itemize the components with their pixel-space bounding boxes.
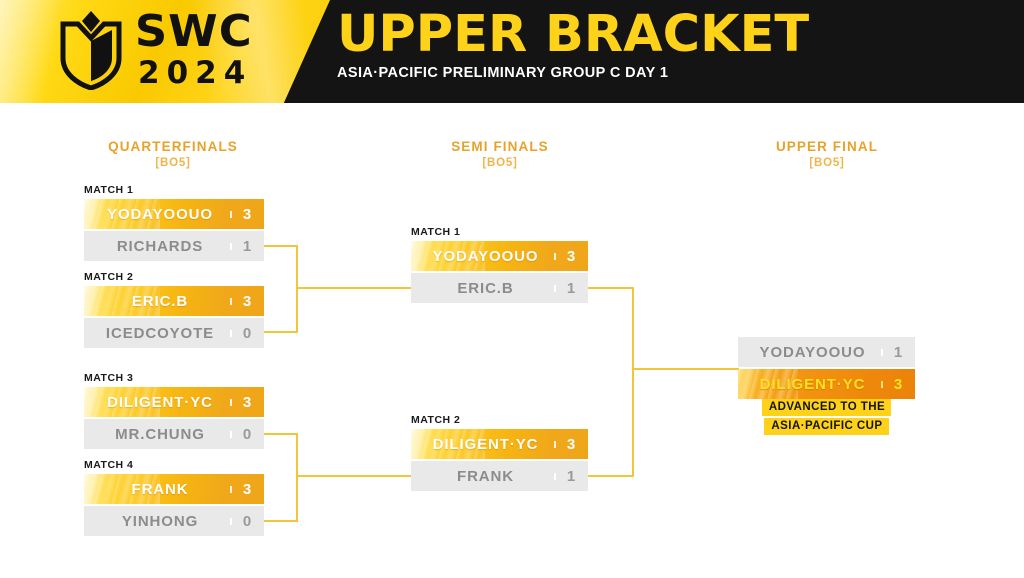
round-title: QUARTERFINALS <box>108 139 238 154</box>
round-format: [BO5] <box>155 157 191 169</box>
match-upper-final[interactable]: YODAYOOUO 1 DILIGENT·YC 3 <box>738 337 915 399</box>
connector-sf1 <box>588 287 634 289</box>
swc-logo-year: 2024 <box>138 54 253 91</box>
match-semifinal-2[interactable]: MATCH 2 DILIGENT·YC 3 FRANK 1 <box>411 414 588 491</box>
team-score: 3 <box>230 481 264 498</box>
team-name: DILIGENT·YC <box>759 375 866 393</box>
team-name: FRANK <box>131 480 189 498</box>
team-name: FRANK <box>457 467 514 485</box>
connector-to-sf1 <box>296 287 411 289</box>
match-quarterfinal-4[interactable]: MATCH 4 FRANK 3 YINHONG 0 <box>84 459 264 536</box>
match-row-loser[interactable]: FRANK 1 <box>411 461 588 491</box>
swc-logo-main: SWC <box>134 5 253 57</box>
team-name: MR.CHUNG <box>115 425 205 443</box>
connector-qf1 <box>263 245 298 247</box>
match-label: MATCH 1 <box>411 226 461 238</box>
team-score: 0 <box>230 426 264 443</box>
connector-spine-a <box>296 245 298 333</box>
match-row-winner[interactable]: DILIGENT·YC 3 <box>84 387 264 417</box>
swc-wordmark: SWC 2024 <box>134 5 253 91</box>
header-yellow-panel <box>0 0 330 103</box>
match-semifinal-1[interactable]: MATCH 1 YODAYOOUO 3 ERIC.B 1 <box>411 226 588 303</box>
team-score: 3 <box>554 436 588 453</box>
round-format: [BO5] <box>482 157 518 169</box>
team-score: 3 <box>881 376 915 393</box>
connector-sf2 <box>588 475 634 477</box>
match-quarterfinal-3[interactable]: MATCH 3 DILIGENT·YC 3 MR.CHUNG 0 <box>84 372 264 449</box>
match-row-loser[interactable]: ICEDCOYOTE 0 <box>84 318 264 348</box>
team-name: ERIC.B <box>131 292 189 310</box>
match-row-loser[interactable]: YINHONG 0 <box>84 506 264 536</box>
round-title: SEMI FINALS <box>451 139 549 154</box>
header-title-block: UPPER BRACKET ASIA·PACIFIC PRELIMINARY G… <box>337 8 809 81</box>
team-score: 0 <box>230 325 264 342</box>
match-quarterfinal-1[interactable]: MATCH 1 YODAYOOUO 3 RICHARDS 1 <box>84 184 264 261</box>
round-header-upper-final: UPPER FINAL [BO5] <box>737 139 917 169</box>
team-name: YODAYOOUO <box>432 247 539 265</box>
team-score: 3 <box>230 394 264 411</box>
connector-spine-b <box>296 433 298 522</box>
team-name: YINHONG <box>121 512 199 530</box>
match-row-winner[interactable]: DILIGENT·YC 3 <box>411 429 588 459</box>
round-format: [BO5] <box>809 157 845 169</box>
connector-qf2 <box>263 331 298 333</box>
team-name: DILIGENT·YC <box>107 393 213 411</box>
team-name: YODAYOOUO <box>759 343 866 361</box>
match-row-winner[interactable]: DILIGENT·YC 3 <box>738 369 915 399</box>
bracket-area: QUARTERFINALS [BO5] SEMI FINALS [BO5] UP… <box>0 103 1024 578</box>
connector-to-final <box>632 368 739 370</box>
page-subtitle: ASIA·PACIFIC PRELIMINARY GROUP C DAY 1 <box>337 64 669 81</box>
match-row-winner[interactable]: FRANK 3 <box>84 474 264 504</box>
match-row-winner[interactable]: ERIC.B 3 <box>84 286 264 316</box>
team-score: 3 <box>230 206 264 223</box>
team-score: 1 <box>554 280 588 297</box>
team-score: 0 <box>230 513 264 530</box>
match-label: MATCH 3 <box>84 372 134 384</box>
page-header: SWC 2024 UPPER BRACKET ASIA·PACIFIC PREL… <box>0 0 1024 103</box>
connector-qf4 <box>263 520 298 522</box>
match-row-loser[interactable]: ERIC.B 1 <box>411 273 588 303</box>
team-score: 1 <box>881 344 915 361</box>
match-row-winner[interactable]: YODAYOOUO 3 <box>411 241 588 271</box>
round-header-quarterfinals: QUARTERFINALS [BO5] <box>83 139 263 169</box>
match-row-loser[interactable]: RICHARDS 1 <box>84 231 264 261</box>
advanced-badge: ADVANCED TO THE ASIA·PACIFIC CUP <box>738 399 915 436</box>
match-quarterfinal-2[interactable]: MATCH 2 ERIC.B 3 ICEDCOYOTE 0 <box>84 271 264 348</box>
match-row-winner[interactable]: YODAYOOUO 3 <box>84 199 264 229</box>
team-name: ICEDCOYOTE <box>105 324 215 342</box>
team-name: ERIC.B <box>457 279 514 297</box>
team-score: 1 <box>554 468 588 485</box>
match-row-loser[interactable]: YODAYOOUO 1 <box>738 337 915 367</box>
team-name: DILIGENT·YC <box>432 435 539 453</box>
page-title: UPPER BRACKET <box>337 5 810 64</box>
team-name: YODAYOOUO <box>107 205 213 223</box>
team-score: 3 <box>230 293 264 310</box>
shield-icon <box>60 11 122 90</box>
advanced-line-2: ASIA·PACIFIC CUP <box>764 418 889 436</box>
match-row-loser[interactable]: MR.CHUNG 0 <box>84 419 264 449</box>
team-score: 1 <box>230 238 264 255</box>
team-score: 3 <box>554 248 588 265</box>
match-label: MATCH 2 <box>411 414 461 426</box>
connector-qf3 <box>263 433 298 435</box>
match-label: MATCH 1 <box>84 184 134 196</box>
team-name: RICHARDS <box>116 237 204 255</box>
swc-logo: SWC 2024 <box>56 8 252 90</box>
match-label: MATCH 2 <box>84 271 134 283</box>
connector-spine-c <box>632 287 634 477</box>
connector-to-sf2 <box>296 475 411 477</box>
round-title: UPPER FINAL <box>775 139 879 154</box>
advanced-line-1: ADVANCED TO THE <box>761 399 892 417</box>
round-header-semifinals: SEMI FINALS [BO5] <box>410 139 590 169</box>
match-label: MATCH 4 <box>84 459 134 471</box>
